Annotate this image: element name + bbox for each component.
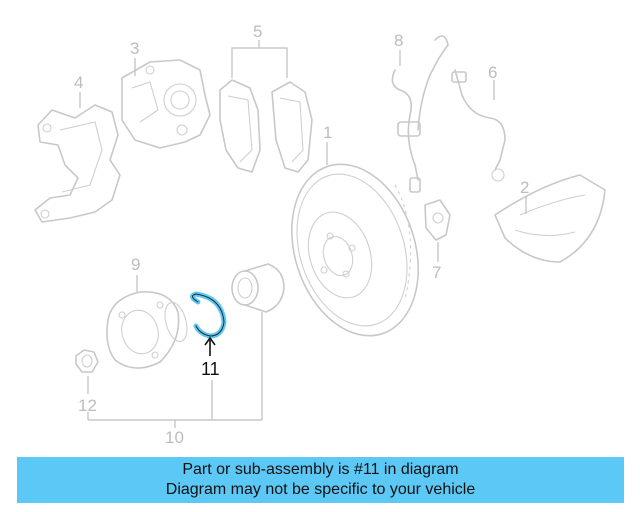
part-3-caliper	[121, 58, 211, 149]
label-8: 8	[394, 31, 403, 50]
part-12-hub-nut	[75, 349, 99, 394]
part-10-bracket-lines	[87, 312, 263, 428]
label-10: 10	[165, 428, 184, 447]
caption-line-1: Part or sub-assembly is #11 in diagram	[182, 461, 459, 478]
label-7: 7	[432, 263, 441, 282]
label-2: 2	[520, 178, 529, 197]
label-5: 5	[253, 22, 262, 41]
part-9-wheel-hub	[106, 275, 188, 369]
caption-line-2: Diagram may not be specific to your vehi…	[165, 481, 476, 498]
label-6: 6	[488, 63, 497, 82]
part-2-splash-shield	[494, 174, 606, 263]
label-4: 4	[74, 73, 83, 92]
caption-banner: Part or sub-assembly is #11 in diagram D…	[17, 457, 624, 503]
part-wheel-bearing	[231, 263, 285, 313]
part-6-sensor-harness	[451, 69, 506, 182]
part-1-brake-rotor	[290, 142, 420, 337]
part-4-caliper-bracket	[34, 92, 121, 223]
part-11-snap-ring	[190, 291, 227, 356]
part-8-sensor-wire	[391, 35, 449, 193]
label-12: 12	[78, 396, 97, 415]
parts-diagram: 4 3 5 1 8	[34, 22, 606, 447]
label-9: 9	[131, 255, 140, 274]
label-1: 1	[323, 123, 332, 142]
label-3: 3	[130, 39, 139, 58]
label-11: 11	[201, 359, 220, 379]
part-7-speed-sensor	[424, 199, 451, 262]
part-5-brake-pads	[219, 40, 313, 173]
